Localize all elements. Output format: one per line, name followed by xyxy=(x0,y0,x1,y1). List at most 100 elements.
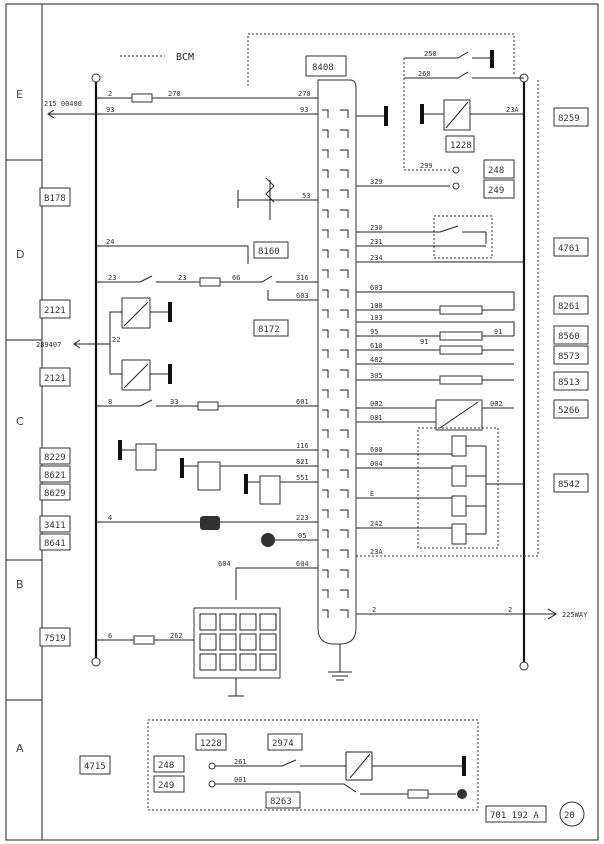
left-bus-bottom-terminal xyxy=(91,657,101,667)
zone-label-e: E xyxy=(16,88,23,101)
wire-551-label: 551 xyxy=(296,474,309,482)
inset-box-248-label: 248 xyxy=(158,761,174,771)
main-connector xyxy=(317,79,357,645)
switch-b178 xyxy=(237,180,318,220)
wire-2-label: 2 xyxy=(108,90,112,98)
fusebox-cells xyxy=(199,613,277,671)
wire-601-label: 601 xyxy=(296,398,309,406)
wire-116-label: 116 xyxy=(296,442,309,450)
fuse-262 xyxy=(133,635,155,645)
zone-label-d: D xyxy=(16,248,24,261)
wire-299-label: 299 xyxy=(420,162,433,170)
sensor-8629 xyxy=(259,475,281,505)
box-1228-label: 1228 xyxy=(450,141,472,151)
wires-8542 xyxy=(356,453,452,529)
relay-2121-a-ground-icon xyxy=(168,302,172,322)
wire-234-label: 234 xyxy=(370,254,383,262)
wire-329-label: 329 xyxy=(370,178,383,186)
wire-233-dashed xyxy=(356,78,539,557)
right-box-8573-label: 8573 xyxy=(558,352,580,362)
switch-group-8542 xyxy=(417,427,499,549)
conn-1228-ground-icon xyxy=(384,106,388,126)
connector-ground-icon xyxy=(328,671,352,681)
left-box-7519-label: 7519 xyxy=(44,634,66,644)
inset-terminal-b xyxy=(208,780,216,788)
wire-22 xyxy=(96,311,122,375)
box-249 xyxy=(483,179,515,199)
wire-242-label: 242 xyxy=(370,520,383,528)
wire-002-label: 002 xyxy=(370,400,383,408)
wire-270-label: 270 xyxy=(168,90,181,98)
zone-dividers xyxy=(6,159,42,701)
left-box-2121-a xyxy=(39,299,71,319)
wire-004-label: 004 xyxy=(370,460,383,468)
connector-label-box xyxy=(305,55,347,77)
left-box-8629-label: 8629 xyxy=(44,489,66,499)
wire-600-label: 600 xyxy=(370,446,383,454)
wire-482-label: 482 xyxy=(370,356,383,364)
ground-8629-icon xyxy=(244,474,248,494)
relay-2121-b-diag xyxy=(123,363,149,389)
wire-260-label: 260 xyxy=(418,70,431,78)
page-frame xyxy=(5,3,599,841)
lamp-8641-icon xyxy=(261,533,275,547)
wire-270-conn-label: 270 xyxy=(298,90,311,98)
wire-2b-label: 2 xyxy=(372,606,376,614)
box-8172-label: 8172 xyxy=(258,325,280,335)
wire-53-label: 53 xyxy=(302,192,310,200)
wire-4-label: 4 xyxy=(108,514,112,522)
wire-91b-label: 91 xyxy=(420,338,428,346)
wire-22-label: 22 xyxy=(112,336,120,344)
inset-box-8263 xyxy=(265,791,301,809)
wire-95-label: 95 xyxy=(370,328,378,336)
right-box-8513 xyxy=(553,371,589,391)
wire-233-label: 23A xyxy=(506,106,519,114)
bcm-label: BCM xyxy=(176,52,194,63)
inset-box-1228 xyxy=(195,733,227,751)
left-box-8641 xyxy=(39,533,71,551)
switch-b178-spring-icon xyxy=(265,177,275,203)
left-box-2121-a-label: 2121 xyxy=(44,306,66,316)
right-box-8542-label: 8542 xyxy=(558,480,580,490)
wire-604 xyxy=(235,567,318,600)
box-1228 xyxy=(445,135,475,153)
left-box-b178-label: B178 xyxy=(44,194,66,204)
fuse-top xyxy=(131,93,153,103)
relay-1228-ground-icon xyxy=(420,104,424,124)
inset-box-8263-label: 8263 xyxy=(270,797,292,807)
connector-8573 xyxy=(439,345,483,355)
box-8160-label: 8160 xyxy=(258,247,280,257)
wire-23-label: 23 xyxy=(108,274,116,282)
inset-box-2974 xyxy=(267,733,303,751)
drawing-ref-box xyxy=(485,805,547,823)
wire-316-label: 316 xyxy=(296,274,309,282)
inset-wire-lower xyxy=(215,783,456,795)
wire-23 xyxy=(96,275,318,283)
wire-230 xyxy=(356,225,487,247)
right-box-8513-label: 8513 xyxy=(558,378,580,388)
left-arrow-top-label: 215 00400 xyxy=(44,100,82,108)
wire-103 xyxy=(356,321,515,336)
wire-93-label: 93 xyxy=(106,106,114,114)
inset-relay-diag xyxy=(349,753,371,779)
relay-1228-dashed xyxy=(403,58,450,187)
connector-8261 xyxy=(439,305,483,315)
right-box-8259-label: 8259 xyxy=(558,114,580,124)
connector-label: 8408 xyxy=(312,63,334,73)
connector-3411 xyxy=(200,516,220,530)
wire-250-label: 250 xyxy=(424,50,437,58)
right-bus-bottom-terminal xyxy=(519,661,529,671)
right-box-8560-label: 8560 xyxy=(558,332,580,342)
right-box-8560 xyxy=(553,325,589,345)
inset-terminal-a xyxy=(208,762,216,770)
right-box-8261 xyxy=(553,295,589,315)
wires-8542-return xyxy=(466,445,524,535)
zone-label-b: B xyxy=(16,578,24,591)
wire-33-label: 33 xyxy=(170,398,178,406)
switch-4761-outline xyxy=(433,215,493,259)
zone-label-c: C xyxy=(16,415,24,428)
connector-8513 xyxy=(439,375,483,385)
page-number: 20 xyxy=(564,811,575,821)
right-arrow-label: 225WAY xyxy=(562,611,588,619)
